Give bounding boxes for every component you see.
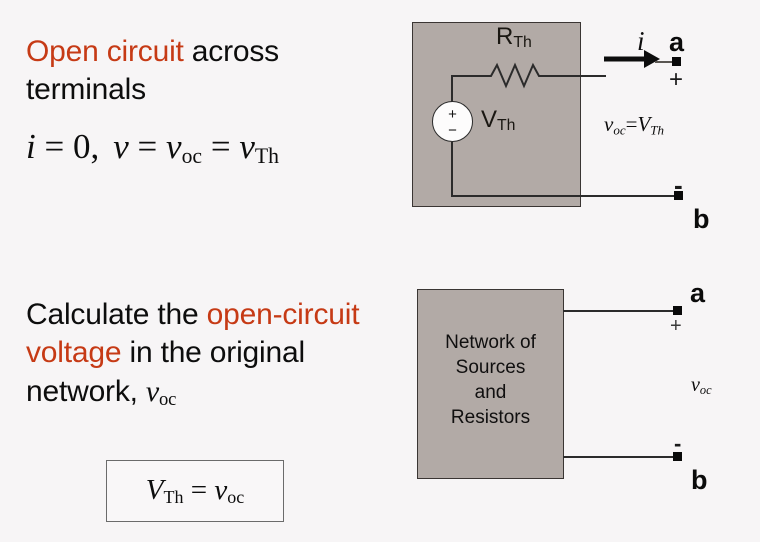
resistor-label-sub: Th	[513, 34, 532, 52]
eq-i-symbol: i	[26, 127, 36, 166]
wire-top-left	[451, 75, 485, 77]
wire-left-upper	[451, 75, 453, 102]
voc-equals-vth-annotation: voc=VTh	[604, 112, 664, 138]
current-symbol-label: i	[637, 26, 645, 56]
wire-to-terminal-a	[655, 61, 680, 63]
resistor-label: RTh	[496, 25, 532, 51]
source-label-base: V	[481, 106, 498, 133]
eq-equals-2: =	[128, 127, 167, 166]
source-minus-sign: −	[448, 122, 457, 139]
terminal-b-label-bottom: b	[691, 465, 708, 495]
top-bullet-rest: across terminals	[26, 35, 279, 107]
eq-vth-base: v	[239, 127, 255, 166]
formula-equals: =	[183, 474, 215, 507]
polarity-minus-bottom: -	[674, 431, 682, 456]
voc-v: v	[604, 112, 614, 136]
source-label-sub: Th	[497, 117, 516, 135]
terminal-a-label-top: a	[669, 27, 685, 57]
eq-equals-1: =	[35, 127, 73, 166]
network-diagram: Network of Sources and Resistors a + voc…	[0, 270, 760, 530]
terminal-a-dot-bottom	[673, 306, 682, 315]
thevenin-circuit-diagram: RTh + − VTh i a + - b voc=VTh	[0, 0, 760, 250]
formula-sub-Th: Th	[163, 486, 184, 507]
bottom-bullet-text: Calculate the open-circuit voltage in th…	[26, 296, 366, 412]
source-plus-sign: +	[448, 106, 457, 123]
resistor-symbol	[485, 62, 547, 89]
bottom-bullet-part1: Calculate the	[26, 298, 207, 331]
formula-expression: VTh = voc	[146, 474, 244, 508]
network-box-label: Network of Sources and Resistors	[418, 330, 563, 430]
formula-box: VTh = voc	[106, 460, 284, 522]
eq-voc-base: v	[166, 127, 182, 166]
top-bullet-highlight: Open circuit	[26, 35, 184, 68]
wire-bottom-rail	[451, 195, 679, 197]
wire-top-right	[545, 75, 606, 77]
polarity-minus-top: -	[674, 170, 683, 200]
eq-vth-sub: Th	[254, 143, 279, 168]
top-bullet-text: Open circuit across terminals	[26, 33, 376, 110]
eq-v-symbol: v	[113, 127, 129, 166]
wire-network-bottom	[563, 456, 677, 459]
terminal-a-dot-top	[672, 57, 681, 66]
source-label: VTh	[481, 108, 516, 134]
bottom-bullet-highlight: open-circuit voltage	[26, 298, 360, 370]
resistor-label-base: R	[496, 23, 514, 50]
bottom-bullet-voc-sub: oc	[159, 388, 177, 410]
voc-V-cap: V	[637, 112, 651, 136]
wire-network-top	[563, 310, 677, 313]
voc-equals: =	[625, 112, 638, 136]
eq-equals-3: =	[202, 127, 240, 166]
network-label-line-4: Resistors	[450, 407, 531, 429]
eq-voc-sub: oc	[181, 143, 203, 168]
formula-v: v	[214, 474, 228, 507]
voc-sub-oc: oc	[613, 122, 626, 138]
terminal-b-dot-bottom	[673, 452, 682, 461]
voc-label-bottom: voc	[691, 374, 712, 398]
formula-V: V	[145, 474, 164, 507]
voltage-source-symbol: + −	[432, 101, 473, 142]
network-label-line-1: Network of	[445, 332, 536, 353]
terminal-a-label-bottom: a	[690, 278, 706, 308]
network-label-line-2: Sources	[455, 357, 526, 379]
bottom-bullet-part2: in the original network,	[26, 336, 305, 408]
voc-bottom-base: v	[691, 374, 700, 396]
top-equation: i = 0,v = voc = vTh	[26, 127, 279, 169]
terminal-b-dot-top	[674, 191, 683, 200]
current-arrow-icon	[604, 50, 660, 68]
polarity-plus-top: +	[669, 66, 684, 93]
terminal-b-label-top: b	[693, 204, 710, 234]
polarity-plus-bottom: +	[670, 315, 682, 337]
wire-left-lower	[451, 142, 453, 196]
bottom-bullet-voc-base: v	[145, 374, 160, 408]
voc-sub-Th: Th	[650, 122, 665, 138]
network-box: Network of Sources and Resistors	[417, 289, 564, 479]
voc-bottom-sub: oc	[699, 383, 712, 398]
formula-sub-oc: oc	[227, 486, 245, 507]
network-label-line-3: and	[474, 382, 507, 404]
eq-zero: 0,	[72, 127, 100, 166]
